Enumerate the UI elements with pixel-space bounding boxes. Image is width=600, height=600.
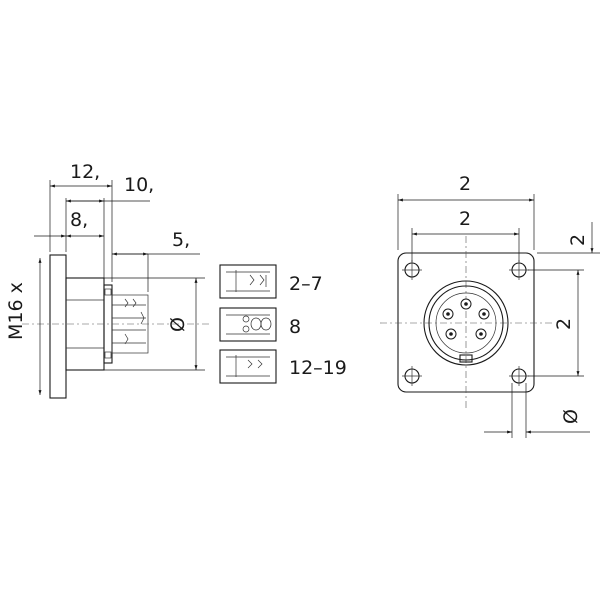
contact-variant-12-19: 12–19	[219, 349, 347, 384]
contact-variant-8: 8	[219, 307, 301, 342]
dim-rear-offset: 5,	[112, 229, 200, 292]
front-view: 2 2 2 2 Ø	[380, 173, 600, 438]
dim-flange-depth-label: 8,	[70, 209, 88, 231]
contact-variant-label: 12–19	[289, 357, 347, 379]
contact-variant-2-7: 2–7	[219, 264, 323, 299]
dim-total-length-label: 12,	[70, 161, 100, 183]
dim-hole-diameter: Ø	[484, 383, 590, 438]
contact-variant-label: 8	[289, 316, 301, 338]
dim-flange-height: 2	[537, 222, 600, 254]
dim-flange-depth: 8,	[34, 209, 104, 238]
side-contacts	[104, 288, 149, 359]
dim-thread: M16 x	[5, 258, 42, 395]
side-flange	[49, 254, 67, 399]
body-diameter-label: Ø	[167, 317, 189, 332]
side-view: 12, 10, 8, 5, M16 x	[5, 161, 210, 399]
dim-body-diameter: Ø	[104, 277, 205, 371]
dim-flange-width: 2	[397, 173, 535, 250]
flange-height-label: 2	[567, 234, 589, 246]
hole-diameter-label: Ø	[560, 409, 582, 424]
dim-total-length: 12,	[49, 161, 113, 282]
mounting-holes	[402, 260, 529, 386]
socket	[423, 280, 509, 366]
dim-hole-spacing-v: 2	[528, 269, 584, 377]
hole-spacing-v-label: 2	[553, 318, 575, 330]
dim-rear-offset-label: 5,	[172, 229, 190, 251]
hole-spacing-h-label: 2	[459, 208, 471, 230]
contact-variants: 2–7 8 12–19	[219, 264, 347, 384]
contact-variant-label: 2–7	[289, 273, 323, 295]
dim-inner-length-label: 10,	[124, 174, 154, 196]
dim-inner-length: 10,	[65, 174, 154, 278]
contact-pins	[442, 298, 490, 340]
thread-label: M16 x	[5, 282, 27, 340]
dim-hole-spacing-h: 2	[411, 208, 520, 262]
flange-width-label: 2	[459, 173, 471, 195]
